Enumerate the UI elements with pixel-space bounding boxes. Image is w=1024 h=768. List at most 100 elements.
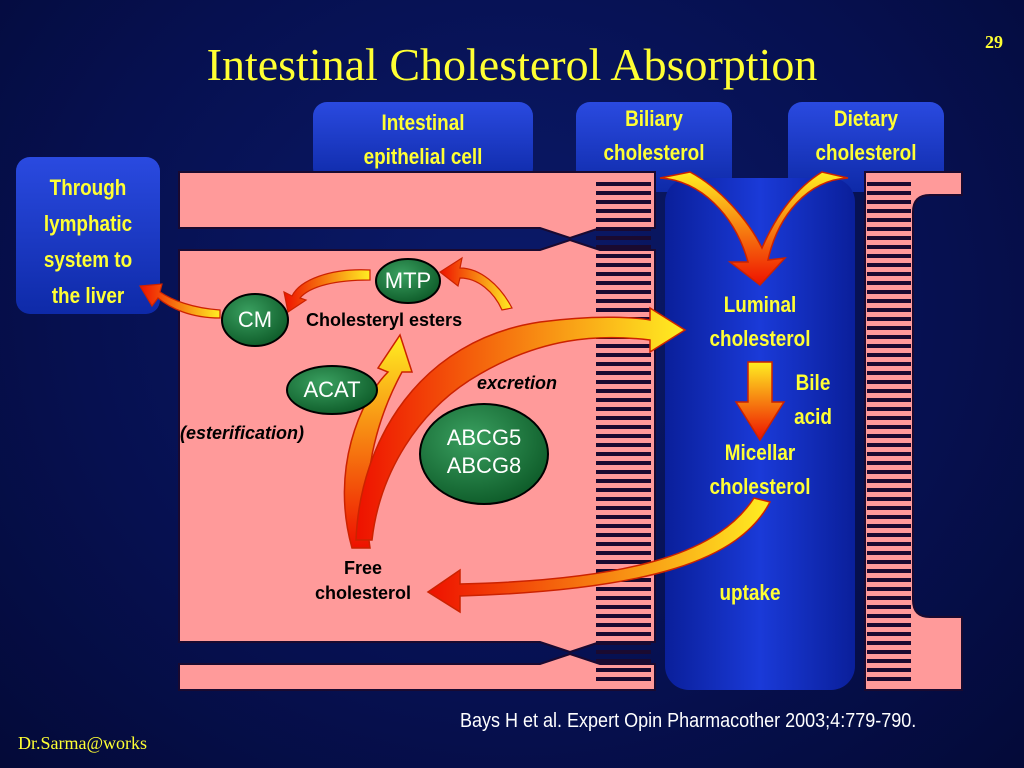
acat-node (286, 365, 378, 415)
microvillus (596, 236, 651, 240)
microvillus (867, 272, 911, 276)
microvillus (596, 425, 651, 429)
acat-label: ACAT (303, 377, 361, 402)
microvillus (596, 497, 651, 501)
microvillus (867, 227, 911, 231)
luminal-line-2: cholesterol (709, 326, 811, 351)
epithelial-cell-label: Intestinal epithelial cell (328, 106, 517, 174)
microvillus (596, 191, 651, 195)
microvillus (596, 551, 651, 555)
lymphatic-line-2: lymphatic (43, 211, 133, 236)
microvillus (596, 470, 651, 474)
microvillus (867, 560, 911, 564)
epithelial-line-1: Intestinal (381, 110, 465, 135)
dietary-line-1: Dietary (833, 106, 899, 131)
microvillus (867, 632, 911, 636)
microvillus (867, 497, 911, 501)
abcg5-label: ABCG5 (446, 425, 522, 450)
micellar-cholesterol-label: Micellar cholesterol (683, 436, 838, 504)
microvillus (867, 488, 911, 492)
microvillus (867, 596, 911, 600)
lymphatic-line-3: system to (43, 247, 133, 272)
microvillus (596, 677, 651, 681)
microvillus (867, 641, 911, 645)
esters-to-mtp-arrow (438, 256, 513, 311)
microvillus (596, 533, 651, 537)
microvillus (596, 479, 651, 483)
lymphatic-label: Through lymphatic system to the liver (26, 170, 150, 314)
microvillus (867, 218, 911, 222)
microvillus (867, 200, 911, 204)
mtp-node (375, 258, 441, 304)
esterification-label: (esterification) (180, 423, 305, 443)
microvillus (867, 668, 911, 672)
microvillus (867, 371, 911, 375)
microvillus (596, 182, 651, 186)
biliary-line-2: cholesterol (603, 140, 705, 165)
cholesteryl-esters-label: Cholesteryl esters (306, 310, 463, 330)
microvillus (867, 362, 911, 366)
microvillus (867, 605, 911, 609)
microvillus (867, 515, 911, 519)
microvillus (596, 596, 651, 600)
microvillus (867, 335, 911, 339)
microvilli-left (596, 182, 651, 681)
biliary-box (576, 102, 732, 192)
microvillus (596, 290, 651, 294)
microvillus (596, 200, 651, 204)
microvillus (596, 524, 651, 528)
bile-acid-arrow (734, 361, 786, 442)
lymphatic-line-1: Through (49, 175, 127, 200)
microvillus (596, 227, 651, 231)
micellar-line-2: cholesterol (709, 474, 811, 499)
microvillus (596, 560, 651, 564)
microvillus (596, 461, 651, 465)
microvillus (867, 578, 911, 582)
microvillus (867, 452, 911, 456)
microvillus (867, 533, 911, 537)
mtp-label: MTP (384, 268, 432, 293)
luminal-line-1: Luminal (723, 292, 797, 317)
microvillus (867, 542, 911, 546)
microvillus (596, 254, 651, 258)
microvillus (867, 677, 911, 681)
microvillus (596, 344, 651, 348)
excretion-arrow (355, 306, 687, 541)
microvillus (596, 272, 651, 276)
microvillus (867, 209, 911, 213)
cm-label: CM (237, 307, 273, 332)
cm-node (221, 293, 289, 347)
footer-citation: Bays H et al. Expert Opin Pharmacother 2… (460, 710, 917, 732)
microvillus (867, 380, 911, 384)
microvillus (596, 416, 651, 420)
arrows (138, 171, 849, 614)
microvillus (867, 254, 911, 258)
microvillus (596, 380, 651, 384)
excretion-label: excretion (477, 373, 558, 393)
microvillus (596, 641, 651, 645)
microvillus (596, 434, 651, 438)
microvilli-right (867, 182, 911, 681)
microvillus (596, 668, 651, 672)
bile-line-2: acid (794, 404, 832, 429)
microvillus (867, 623, 911, 627)
microvillus (867, 461, 911, 465)
microvillus (596, 443, 651, 447)
microvillus (867, 299, 911, 303)
lymphatic-line-4: the liver (51, 283, 125, 308)
microvillus (867, 416, 911, 420)
micellar-line-1: Micellar (724, 440, 796, 465)
microvillus (867, 407, 911, 411)
microvillus (596, 506, 651, 510)
microvillus (867, 470, 911, 474)
microvillus (596, 650, 651, 654)
microvillus (867, 479, 911, 483)
microvillus (867, 317, 911, 321)
microvillus (596, 452, 651, 456)
microvillus (867, 650, 911, 654)
free-line-2: cholesterol (314, 583, 412, 603)
dietary-line-2: cholesterol (815, 140, 917, 165)
slide-title: Intestinal Cholesterol Absorption (206, 39, 818, 90)
microvillus (867, 506, 911, 510)
converge-arrow (659, 171, 849, 287)
